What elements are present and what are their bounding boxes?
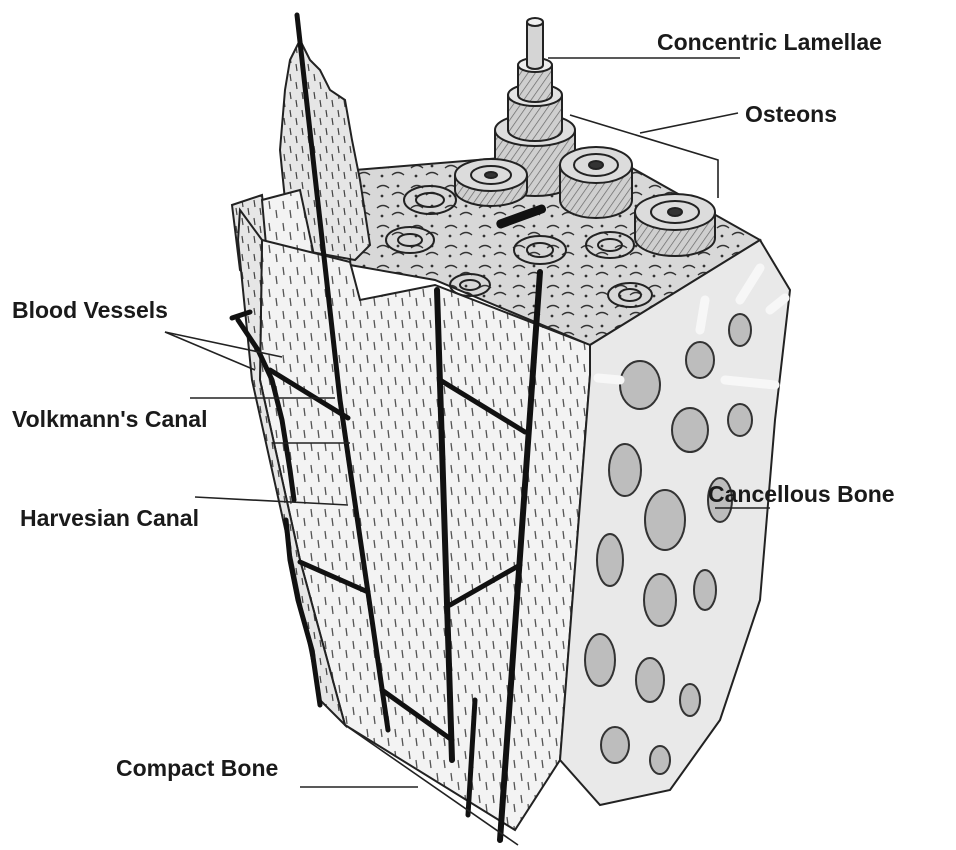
osteon-right-1 [560,147,632,218]
label-compact-bone: Compact Bone [116,755,278,781]
label-concentric-lamellae: Concentric Lamellae [657,29,882,55]
leader-blood-vessels [165,332,255,370]
osteon-left [455,159,527,206]
osteon-right-2 [635,194,715,256]
label-cancellous-bone: Cancellous Bone [708,481,895,507]
label-osteons: Osteons [745,101,837,127]
label-blood-vessels: Blood Vessels [12,297,168,323]
label-harvesian-canal: Harvesian Canal [20,505,199,531]
label-volkmanns-canal: Volkmann's Canal [12,406,208,432]
